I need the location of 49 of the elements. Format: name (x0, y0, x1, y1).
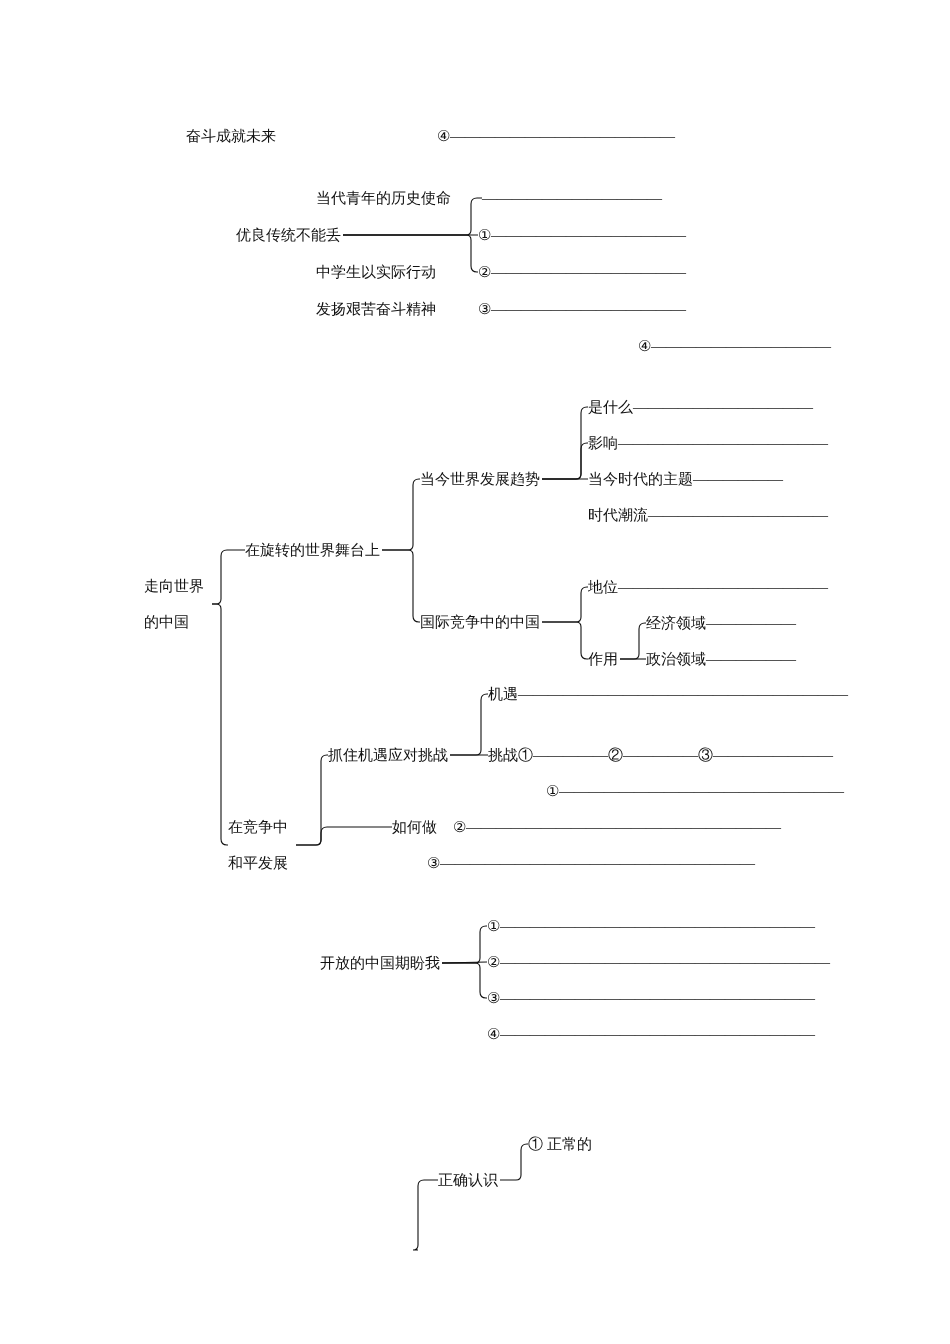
answer-blank: ②————————————— (478, 263, 686, 281)
brace-line (342, 234, 479, 273)
brace-line (541, 621, 589, 660)
topic-label: 正确认识 (438, 1171, 498, 1189)
brace-line (211, 603, 229, 846)
brace-line (449, 754, 489, 756)
answer-blank: 时代潮流———————————— (588, 506, 828, 524)
topic-label: 国际竞争中的中国 (420, 613, 540, 631)
brace-line (441, 962, 488, 999)
topic-label: 优良传统不能丢 (236, 226, 341, 244)
topic-label: 奋斗成就未来 (186, 127, 276, 145)
topic-label: 开放的中国期盼我 (320, 954, 440, 972)
brace-line (295, 826, 393, 846)
answer-blank: 机遇—————————————————————— (488, 685, 848, 703)
brace-line (412, 1179, 439, 1251)
topic-label: 在旋转的世界舞台上 (245, 541, 380, 559)
brace-line (619, 658, 647, 660)
answer-blank: 挑战①—————②—————③———————— (488, 746, 833, 764)
topic-label: 抓住机遇应对挑战 (328, 746, 448, 764)
answer-blank: 是什么———————————— (588, 398, 813, 416)
topic-label: 走向世界的中国 (144, 568, 210, 640)
topic-label: ① 正常的 (528, 1135, 592, 1153)
brace-line (499, 1143, 529, 1181)
topic-label: 发扬艰苦奋斗精神 (316, 300, 436, 318)
answer-blank: 影响—————————————— (588, 434, 828, 452)
topic-label: 当今世界发展趋势 (420, 470, 540, 488)
answer-blank: ②————————————————————— (453, 818, 781, 836)
brace-line (381, 549, 421, 623)
topic-label: 作用 (588, 650, 618, 668)
topic-label: 如何做 (392, 818, 437, 836)
answer-blank: ④——————————————— (437, 127, 675, 145)
answer-blank: 政治领域—————— (646, 650, 796, 668)
topic-label: 在竞争中和平发展 (228, 809, 294, 881)
answer-blank: ①————————————————————— (487, 917, 815, 935)
brace-line (541, 478, 589, 480)
answer-blank: ④————————————————————— (487, 1025, 815, 1043)
answer-blank: 地位—————————————— (588, 578, 828, 596)
answer-blank: ①————————————— (478, 226, 686, 244)
answer-blank: 经济领域—————— (646, 614, 796, 632)
answer-blank: ②—————————————————————— (487, 953, 830, 971)
answer-blank: ④———————————— (638, 337, 831, 355)
answer-blank: ———————————— (482, 189, 662, 207)
topic-label: 中学生以实际行动 (316, 263, 436, 281)
answer-blank: ①——————————————————— (546, 782, 844, 800)
answer-blank: ③————————————————————— (487, 989, 815, 1007)
topic-label: 当代青年的历史使命 (316, 189, 451, 207)
answer-blank: 当今时代的主题—————— (588, 470, 783, 488)
answer-blank: ③————————————— (478, 300, 686, 318)
answer-blank: ③————————————————————— (427, 854, 755, 872)
